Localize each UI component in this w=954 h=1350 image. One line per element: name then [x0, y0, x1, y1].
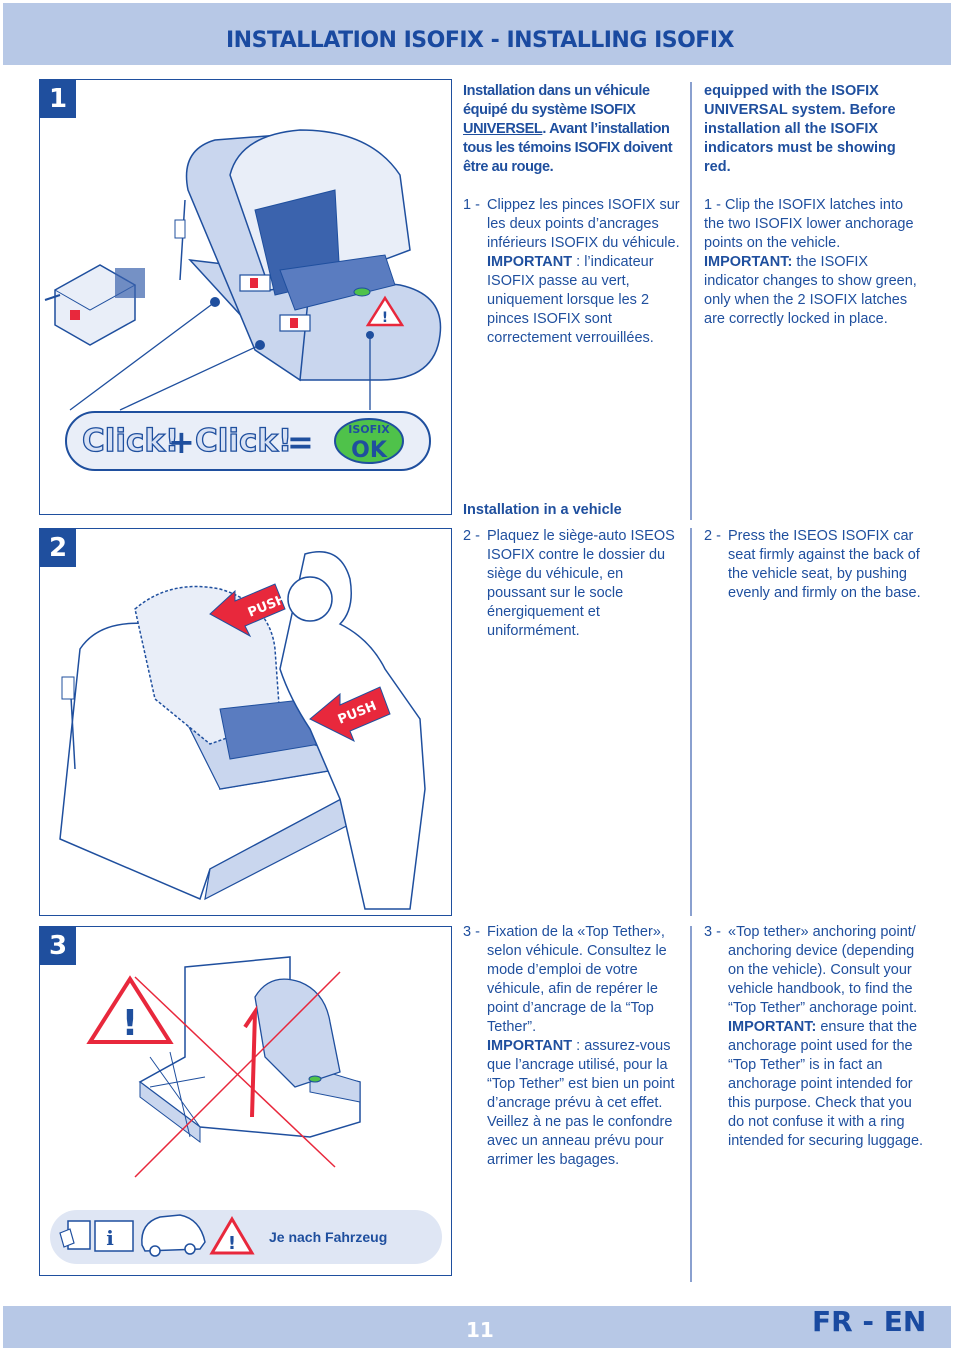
en-instruction-1: 1 - Clip the ISOFIX latches into the two…	[704, 197, 917, 327]
page-number: 11	[466, 1318, 494, 1342]
fr-step-3: 3 - Fixation de la «Top Tether», selon v…	[463, 924, 675, 1168]
fr-step-1: Installation dans un véhicule équipé du …	[463, 82, 685, 348]
svg-text:!: !	[382, 310, 388, 326]
en-step-1: equipped with the ISOFIX UNIVERSAL syste…	[704, 82, 926, 329]
equals-sign: =	[287, 423, 314, 461]
click-label-1: Click!	[82, 423, 179, 459]
isofix-installation-drawing: ! Click! + Click! = ISOFIX OK	[44, 129, 442, 471]
en-intro: equipped with the ISOFIX UNIVERSAL syste…	[704, 83, 896, 175]
warning-icon: !	[209, 1216, 255, 1255]
plus-sign: +	[168, 423, 195, 461]
isofix-latch-icon	[44, 264, 145, 346]
isofix-badge-label: ISOFIX	[348, 423, 390, 436]
warning-icon: !	[365, 295, 405, 327]
car-icon	[141, 1214, 206, 1257]
column-divider-1	[690, 82, 692, 520]
push-seat-drawing: PUSH PUSH	[59, 551, 426, 910]
handbook-icon: i	[59, 1220, 134, 1252]
column-divider-2	[690, 528, 692, 916]
svg-text:!: !	[228, 1233, 236, 1254]
step-2-illustration: PUSH PUSH 2	[39, 528, 452, 916]
svg-text:!: !	[122, 1003, 138, 1044]
en-intro-heading: Installation in a vehicle	[463, 502, 622, 518]
step-number-2: 2	[40, 529, 76, 567]
en-step-2: 2 -Press the ISEOS ISOFIX car seat firml…	[704, 528, 921, 601]
click-label-2: Click!	[195, 423, 292, 459]
footer-bar	[3, 1306, 951, 1348]
language-label: FR - EN	[812, 1305, 927, 1338]
fr-step-2: 2 -Plaquez le siège-auto ISEOS ISOFIX co…	[463, 528, 675, 639]
svg-text:i: i	[106, 1226, 114, 1250]
ok-badge-label: OK	[351, 438, 388, 463]
fr-intro: Installation dans un véhicule équipé du …	[463, 83, 673, 175]
column-divider-3	[690, 926, 692, 1282]
step-number-3: 3	[40, 927, 76, 965]
fr-instruction-1: 1 - Clippez les pinces ISOFIX sur les de…	[463, 197, 680, 346]
vehicle-dependent-note: Je nach Fahrzeug	[269, 1229, 387, 1245]
en-step-3: 3 - «Top tether» anchoring point/ anchor…	[704, 924, 924, 1149]
step-number-1: 1	[40, 80, 76, 118]
header-bar	[3, 3, 951, 65]
step-3-illustration: ! i ! Je nach Fahrze	[39, 926, 452, 1276]
step-1-illustration: ! Click! + Click! = ISOFIX OK 1	[39, 79, 452, 515]
top-tether-drawing: ! i ! Je nach Fahrze	[50, 956, 442, 1264]
page-title: INSTALLATION ISOFIX - INSTALLING ISOFIX	[226, 28, 734, 53]
warning-icon: !	[86, 975, 174, 1044]
